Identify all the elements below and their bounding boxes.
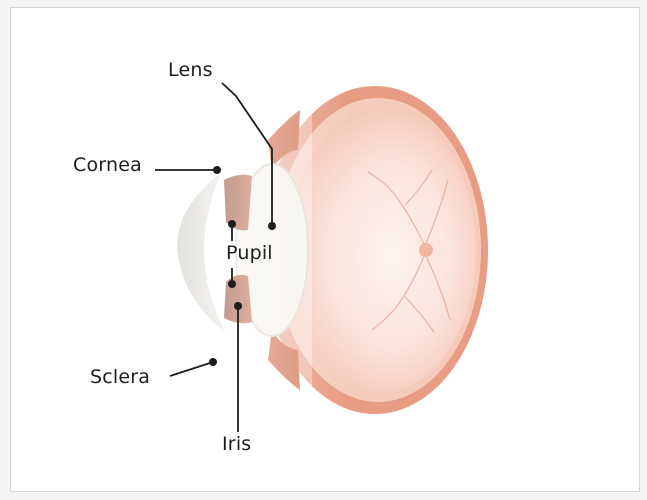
iris-label: Iris xyxy=(222,435,251,454)
cornea-pointer-dot xyxy=(213,166,221,174)
lens-pointer-dot xyxy=(268,222,276,230)
optic-disc xyxy=(419,243,433,257)
sclera-pointer-dot xyxy=(209,358,217,366)
pupil-pointer-dot-bottom xyxy=(228,280,236,288)
pupil-pointer-dot-top xyxy=(228,220,236,228)
iris-pointer-dot xyxy=(234,302,242,310)
sclera-label: Sclera xyxy=(90,368,150,387)
pupil-label: Pupil xyxy=(226,244,273,263)
cornea-label: Cornea xyxy=(73,156,142,175)
lens-label: Lens xyxy=(168,61,213,80)
